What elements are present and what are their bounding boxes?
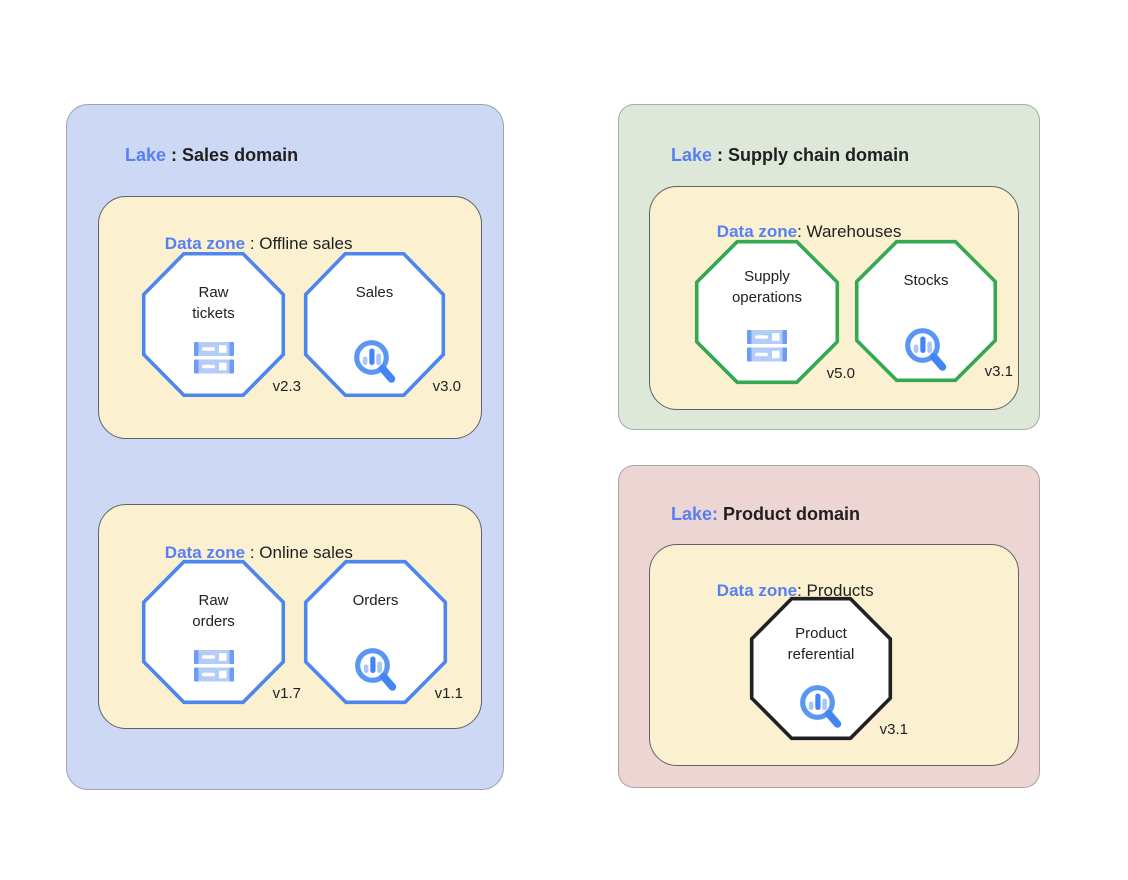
zone-online-sales: Data zone : Online sales Raw orders [98,504,482,729]
search-chart-icon [304,338,445,386]
node-label: Raw tickets [192,284,235,322]
zone-offline-sales: Data zone : Offline sales Raw tickets [98,196,482,439]
version-label: v1.1 [434,685,463,702]
node-sales: Sales v3.0 [304,252,461,397]
version-label: v1.7 [272,685,301,702]
storage-icon [142,342,285,374]
node-label: Sales [355,284,394,301]
lake-title: Lake : Sales domain [95,124,298,187]
version-label: v3.1 [984,363,1013,380]
storage-icon [695,330,839,362]
lake-supply-chain-domain: Lake : Supply chain domain Data zone: Wa… [618,104,1040,430]
version-label: v3.0 [432,378,461,395]
zone-title: Data zone : Offline sales [127,214,353,274]
node-stocks: Stocks v3.1 [855,240,1013,382]
zone-name: : Online sales [245,543,353,562]
zone-label: Data zone [164,543,246,562]
zone-title: Data zone: Products [679,561,874,621]
search-chart-icon [855,326,997,374]
node-orders: Orders v1.1 [304,560,463,704]
lake-sales-domain: Lake : Sales domain Data zone : Offline … [66,104,504,790]
lake-label: Lake: [671,504,719,524]
node-label: Stocks [903,272,949,289]
lake-title: Lake: Product domain [641,483,860,546]
zone-products: Data zone: Products Product referential [649,544,1019,766]
zone-label: Data zone [716,581,798,600]
lake-name: : Supply chain domain [712,145,910,165]
node-raw-orders: Raw orders [142,560,301,704]
node-product-referential: Product referential v3.1 [750,597,908,740]
node-raw-tickets: Raw tickets [142,252,301,397]
search-chart-icon [750,683,892,731]
version-label: v5.0 [826,365,855,382]
octagon-shape [142,560,285,704]
octagon-shape [142,252,285,397]
version-label: v2.3 [272,378,301,395]
zone-label: Data zone [164,234,246,253]
octagon-shape [304,560,447,704]
search-chart-icon [304,646,447,694]
lake-name: Product domain [718,504,861,524]
lake-label: Lake [125,145,167,165]
zone-name: : Warehouses [797,222,902,241]
zone-name: : Offline sales [245,234,353,253]
octagon-shape [750,597,892,740]
lake-title: Lake : Supply chain domain [641,124,909,187]
lake-label: Lake [671,145,713,165]
zone-title: Data zone : Online sales [127,523,353,583]
zone-warehouses: Data zone: Warehouses Supply operations [649,186,1019,410]
storage-icon [142,650,285,682]
lake-name: : Sales domain [166,145,299,165]
zone-name: : Products [797,581,874,600]
node-label: Orders [352,592,399,609]
octagon-shape [304,252,445,397]
version-label: v3.1 [879,721,908,738]
node-label: Product referential [787,625,855,663]
node-label: Supply operations [731,268,803,306]
octagon-shape [855,240,997,382]
octagon-shape [695,240,839,384]
zone-label: Data zone [716,222,798,241]
zone-title: Data zone: Warehouses [679,202,902,262]
lake-product-domain: Lake: Product domain Data zone: Products… [618,465,1040,788]
node-label: Raw orders [192,592,235,630]
node-supply-operations: Supply operations [695,240,855,384]
